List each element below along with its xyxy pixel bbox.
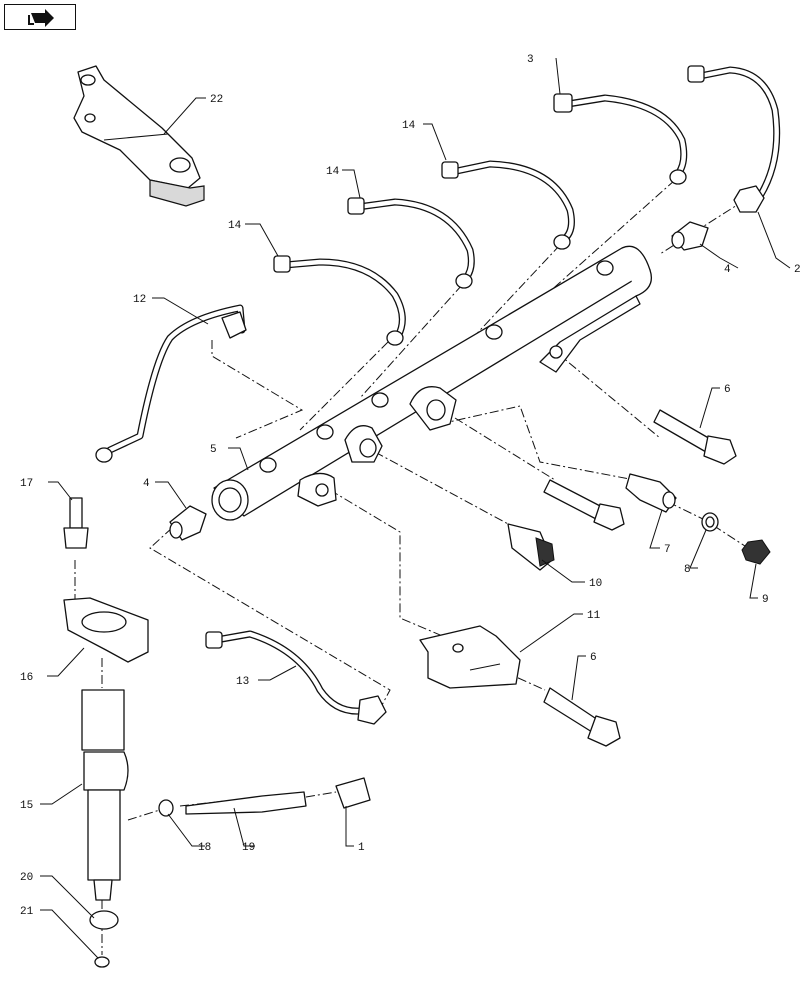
fuel-lines <box>106 66 781 715</box>
callout-4-right: 4 <box>724 264 731 276</box>
callout-21: 21 <box>20 906 34 918</box>
callout-6-top: 6 <box>724 384 731 396</box>
callout-9: 9 <box>762 594 769 606</box>
center-lines <box>74 179 749 955</box>
connector-parts <box>158 777 371 817</box>
callout-17: 17 <box>20 478 33 490</box>
callout-14-left: 14 <box>228 220 242 232</box>
injector-assembly <box>63 497 149 968</box>
forward-arrow-icon <box>28 9 54 27</box>
callout-1: 1 <box>358 842 365 854</box>
callout-10: 10 <box>589 578 602 590</box>
callout-16: 16 <box>20 672 33 684</box>
valve-parts <box>507 473 771 571</box>
callout-4-left: 4 <box>143 478 150 490</box>
callout-6-bottom: 6 <box>590 652 597 664</box>
callout-20: 20 <box>20 872 33 884</box>
callout-15: 15 <box>20 800 33 812</box>
callout-8: 8 <box>684 564 691 576</box>
callout-11: 11 <box>587 610 601 622</box>
callout-3: 3 <box>527 54 534 66</box>
callout-2: 2 <box>794 264 801 276</box>
callout-18: 18 <box>198 842 211 854</box>
bolts-6 <box>543 409 737 747</box>
fuel-rail-5 <box>211 245 653 521</box>
fitting-4 <box>169 221 709 541</box>
callout-14-top: 14 <box>402 120 416 132</box>
line-fittings <box>95 65 765 725</box>
callout-7: 7 <box>664 544 671 556</box>
callout-19: 19 <box>242 842 255 854</box>
callout-12: 12 <box>133 294 146 306</box>
callout-labels: 3 2 4 22 14 14 14 12 5 4 6 17 10 7 8 9 1… <box>20 54 801 918</box>
callout-14-middle: 14 <box>326 166 340 178</box>
bracket-22 <box>73 65 205 207</box>
callout-22: 22 <box>210 94 223 106</box>
bracket-11 <box>419 625 521 689</box>
next-page-button[interactable] <box>4 4 76 30</box>
callout-5: 5 <box>210 444 217 456</box>
callout-13: 13 <box>236 676 249 688</box>
leaders <box>40 57 791 959</box>
